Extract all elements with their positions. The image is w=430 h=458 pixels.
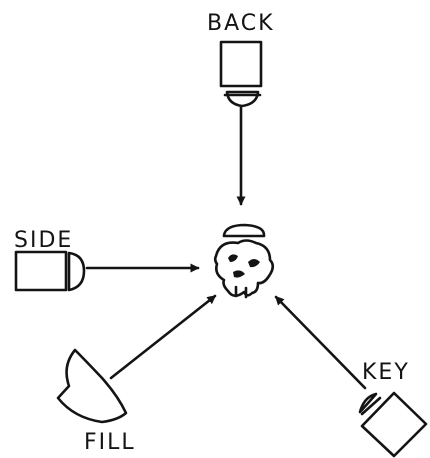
key-label: KEY: [362, 360, 410, 385]
back-light-icon: [219, 40, 263, 108]
fill-light-arrow: [109, 294, 217, 380]
side-label: SIDE: [14, 228, 73, 253]
back-label: BACK: [207, 11, 275, 36]
fill-label: FILL: [84, 430, 136, 455]
side-light-icon: [14, 250, 86, 292]
key-light-icon: [358, 391, 428, 458]
subject-head-icon: [213, 223, 275, 299]
fill-light-icon: [56, 348, 128, 424]
key-light-arrow: [274, 295, 367, 390]
